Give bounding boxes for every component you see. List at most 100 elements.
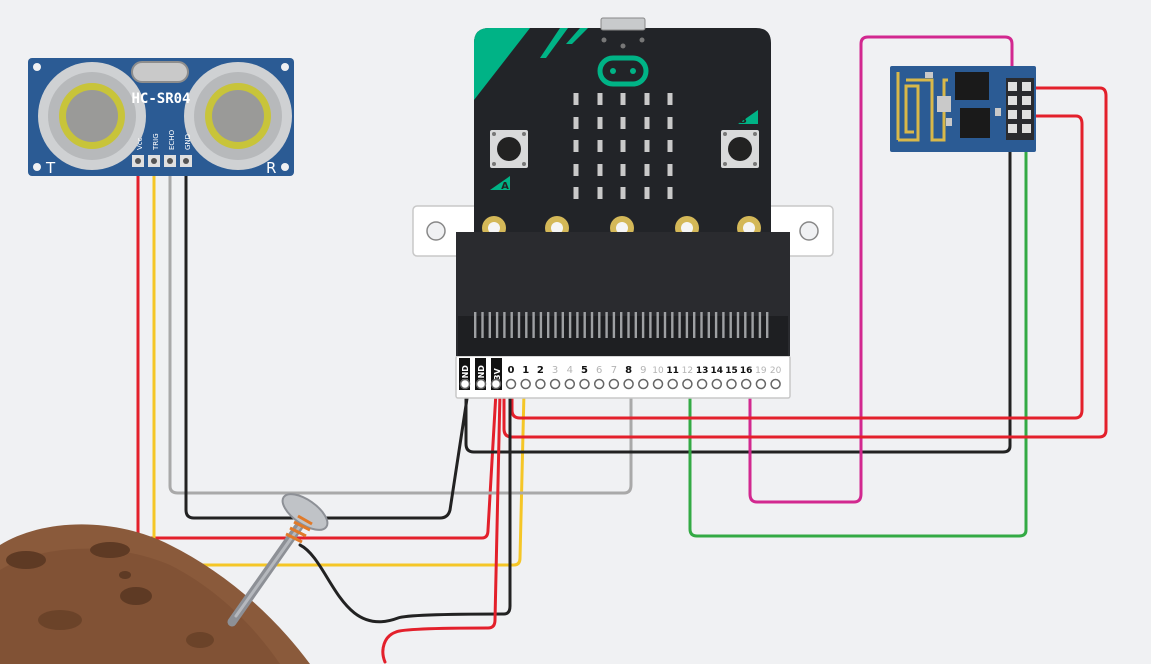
sensor-hole-tl xyxy=(33,63,41,71)
microbit-body xyxy=(474,28,771,232)
moisture-probe-nail xyxy=(227,493,329,627)
header-hole[interactable] xyxy=(682,378,693,390)
led-1-0 xyxy=(573,117,579,129)
antenna-icon xyxy=(896,72,948,142)
led-1-1 xyxy=(597,117,603,129)
pin-label-0: 0 xyxy=(508,365,515,376)
header-hole[interactable] xyxy=(593,378,605,390)
pin-label-2: 2 xyxy=(537,365,544,376)
microbit-board: A B xyxy=(474,17,771,240)
esp-header xyxy=(1006,78,1034,140)
pin-label-9: 9 xyxy=(640,365,646,376)
ultrasonic-sensor: HC-SR04 T R Vcc TRIG ECHO GND xyxy=(28,58,294,177)
connector-pin xyxy=(744,312,747,338)
connector-pin xyxy=(634,312,637,338)
header-hole[interactable] xyxy=(505,378,517,390)
led-matrix xyxy=(573,93,673,199)
esp-pin-5[interactable] xyxy=(1008,110,1017,119)
connector-pin xyxy=(678,312,681,338)
connector-pin xyxy=(685,312,689,338)
header-hole[interactable] xyxy=(549,378,561,390)
esp-main-chip xyxy=(960,108,990,138)
header-hole[interactable] xyxy=(755,378,767,390)
wire-esp-magenta xyxy=(748,35,1014,504)
header-hole[interactable] xyxy=(740,378,752,390)
esp-crystal xyxy=(937,96,951,112)
connector-pin xyxy=(700,312,703,338)
header-hole[interactable] xyxy=(535,378,546,390)
esp-pin-4[interactable] xyxy=(1022,96,1031,105)
connector-pin xyxy=(714,312,718,338)
connector-pin xyxy=(758,312,762,338)
connector-pin xyxy=(671,312,674,338)
wire-probe-red xyxy=(381,390,502,664)
button-b-label: B xyxy=(739,115,747,126)
header-hole[interactable] xyxy=(623,378,634,390)
connector-pin xyxy=(583,312,586,338)
sensor-pin-trig-label: TRIG xyxy=(152,133,160,151)
led-3-2 xyxy=(620,164,626,176)
pin-label-3: 3 xyxy=(552,365,558,376)
led-2-3 xyxy=(644,140,650,152)
connector-pin xyxy=(729,312,732,338)
connector-pin xyxy=(539,312,543,338)
sensor-pin-echo-label: ECHO xyxy=(168,129,176,150)
nail-head xyxy=(281,493,329,531)
pin-label-6: 6 xyxy=(596,365,602,376)
led-1-4 xyxy=(667,117,673,129)
connector-pin xyxy=(488,312,491,338)
esp-pin-8[interactable] xyxy=(1022,124,1031,133)
esp-pin-1[interactable] xyxy=(1008,82,1017,91)
connector-pin xyxy=(568,312,572,338)
connector-pin xyxy=(532,312,535,338)
header-hole[interactable] xyxy=(564,378,576,390)
header-hole[interactable] xyxy=(770,378,781,390)
wire-sensor-echo xyxy=(168,170,633,495)
header-hole[interactable] xyxy=(579,378,590,390)
header-holes xyxy=(459,378,781,390)
edge-connector xyxy=(456,232,790,356)
led-4-1 xyxy=(597,187,603,199)
esp-pin-2[interactable] xyxy=(1022,82,1031,91)
header-hole[interactable] xyxy=(726,378,737,390)
esp-pin-7[interactable] xyxy=(1008,124,1017,133)
pin-label-8: 8 xyxy=(625,365,632,376)
connector-pin xyxy=(481,312,484,338)
led-0-0 xyxy=(573,93,579,105)
connector-pin xyxy=(554,312,557,338)
connector-pin xyxy=(656,312,659,338)
connector-pins xyxy=(474,312,769,338)
connector-pin xyxy=(510,312,513,338)
connector-pin xyxy=(693,312,696,338)
breakout-hole-right xyxy=(799,221,819,241)
header-hole[interactable] xyxy=(652,378,664,390)
header-hole[interactable] xyxy=(711,378,723,390)
header-hole[interactable] xyxy=(667,378,678,390)
header-hole[interactable] xyxy=(638,378,649,390)
led-2-0 xyxy=(573,140,579,152)
led-2-2 xyxy=(620,140,626,152)
wire-probe-black xyxy=(298,390,512,624)
esp-pin-6[interactable] xyxy=(1022,110,1031,119)
pin-label-15: 15 xyxy=(725,366,738,376)
wire-esp-black xyxy=(464,146,1012,454)
pin-label-19: 19 xyxy=(755,366,767,376)
header-hole[interactable] xyxy=(696,378,708,390)
sensor-model-label: HC-SR04 xyxy=(131,91,190,107)
header-hole[interactable] xyxy=(608,378,620,390)
header-3v-label: 3V xyxy=(493,367,502,380)
led-4-2 xyxy=(620,187,626,199)
esp-pin-3[interactable] xyxy=(1008,96,1017,105)
header-hole[interactable] xyxy=(490,378,502,390)
header-hole[interactable] xyxy=(459,378,471,390)
connector-pin xyxy=(605,312,608,338)
connector-pin xyxy=(598,312,601,338)
connector-pin xyxy=(590,312,594,338)
pin-label-14: 14 xyxy=(711,366,724,376)
led-0-3 xyxy=(644,93,650,105)
sensor-t-label: T xyxy=(45,159,56,177)
header-hole[interactable] xyxy=(520,378,531,390)
led-3-4 xyxy=(667,164,673,176)
header-hole[interactable] xyxy=(475,378,487,390)
